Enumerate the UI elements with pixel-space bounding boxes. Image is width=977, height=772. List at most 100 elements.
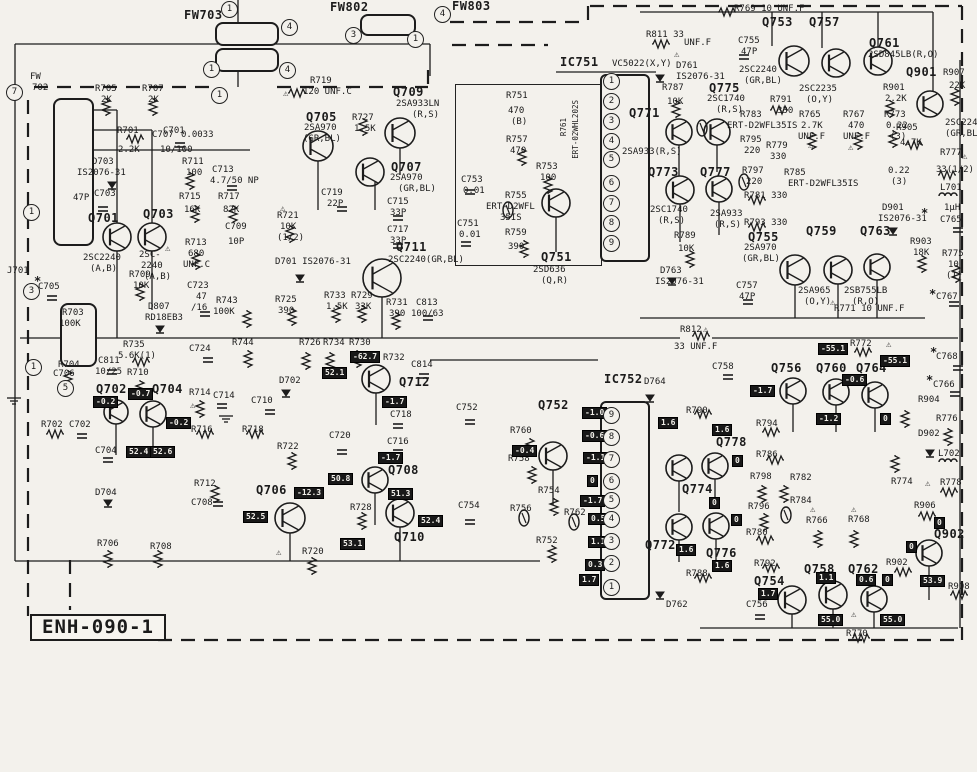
value-label: R758 <box>508 454 530 464</box>
value-label: R811 33 <box>646 30 684 40</box>
value-label: R792 <box>754 559 776 569</box>
component-label: Q709 <box>393 85 424 99</box>
value-label: 4.7K <box>900 138 922 148</box>
voltage-callout: -0.7 <box>128 388 154 400</box>
pin-marker: 4 <box>434 6 451 23</box>
value-label: D762 <box>666 600 688 610</box>
value-label: 0.01 <box>459 230 481 240</box>
value-label: 2SA970 <box>304 123 337 133</box>
value-label: R788 <box>686 569 708 579</box>
value-label: C767 <box>936 292 958 302</box>
value-label: (A,B) <box>144 272 172 282</box>
value-label: 680 <box>188 249 205 259</box>
value-label: 390 <box>389 309 406 319</box>
ic751-pin: 8 <box>603 215 620 232</box>
warning-icon: ⚠ <box>962 152 968 162</box>
voltage-callout: -1.0 <box>582 407 608 419</box>
value-label: C720 <box>329 431 351 441</box>
value-label: (GR,BL) <box>303 134 341 144</box>
value-label: 100 <box>186 168 203 178</box>
value-label: R719 <box>310 76 332 86</box>
value-label: R757 <box>506 135 528 145</box>
value-label: C707 <box>152 130 174 140</box>
voltage-callout: 0 <box>906 541 917 553</box>
value-label: 1.5K <box>326 302 348 312</box>
component-label: Q702 <box>96 382 127 396</box>
ic752-pin: 6 <box>603 473 620 490</box>
component-label: Q756 <box>771 361 802 375</box>
value-label: 10 <box>948 260 959 270</box>
pin-marker: 1 <box>23 204 40 221</box>
voltage-callout: 53.9 <box>920 575 946 587</box>
value-label: R776 <box>936 414 958 424</box>
voltage-callout: -0.4 <box>512 445 538 457</box>
value-label: D702 <box>279 376 301 386</box>
value-label: 0.0033 <box>181 130 214 140</box>
component-label: Q776 <box>706 546 737 560</box>
value-label: C752 <box>456 403 478 413</box>
component-label: Q902 <box>934 527 965 541</box>
value-label: R775 <box>942 249 964 259</box>
component-label: Q755 <box>748 230 779 244</box>
value-label: (GR,BL) <box>398 184 436 194</box>
voltage-callout: 51.3 <box>388 488 414 500</box>
warning-icon: ⚠ <box>848 143 854 153</box>
value-label: 2240 <box>141 261 163 271</box>
value-label: D901 <box>882 203 904 213</box>
voltage-callout: 1.7 <box>758 588 779 600</box>
value-label: IS2076-31 <box>676 72 725 82</box>
value-label: R777 <box>940 148 962 158</box>
value-label: R730 <box>349 338 371 348</box>
value-label: 18K <box>913 248 930 258</box>
value-label: C757 <box>736 281 758 291</box>
value-label: C714 <box>213 391 235 401</box>
value-label: 2.2K <box>118 145 140 155</box>
warning-icon: ⚠ <box>674 50 680 60</box>
ic751-pin: 6 <box>603 175 620 192</box>
value-label: 47P <box>73 193 90 203</box>
voltage-callout: -62.7 <box>350 351 381 363</box>
value-label: R902 <box>886 558 908 568</box>
value-label: R771 10 UNF.F <box>834 304 905 314</box>
value-label: C713 <box>212 165 234 175</box>
warning-icon: ⚠ <box>810 505 816 515</box>
value-label: R753 <box>536 162 558 172</box>
value-label: 2SC1740 <box>707 94 745 104</box>
value-label: R778 <box>940 478 962 488</box>
value-label: FW <box>30 72 41 82</box>
value-label: (3) <box>890 132 907 142</box>
board-label: ENH-090-1 <box>30 614 166 641</box>
voltage-callout: 55.0 <box>818 614 844 626</box>
ic752-pin: 5 <box>603 492 620 509</box>
value-label: (O,Y) <box>804 297 832 307</box>
value-label: 22K <box>949 81 966 91</box>
value-label: L702 <box>938 449 960 459</box>
pin-marker: 1 <box>25 359 42 376</box>
component-label: Q706 <box>256 483 287 497</box>
value-label: D761 <box>676 61 698 71</box>
value-label: 2SC2235 <box>799 84 837 94</box>
note-mark: * <box>921 206 929 220</box>
value-label: R715 <box>179 192 201 202</box>
component-label: FW703 <box>184 8 223 22</box>
voltage-callout: 52.1 <box>322 367 348 379</box>
value-label: C766 <box>933 380 955 390</box>
value-label: 2.2K <box>885 94 907 104</box>
value-label: (1) <box>946 271 963 281</box>
value-label: D703 <box>92 157 114 167</box>
value-label: 220 <box>744 146 761 156</box>
ic752-pin: 9 <box>603 407 620 424</box>
voltage-callout: -1.2 <box>816 413 842 425</box>
value-label: C765 <box>940 215 962 225</box>
value-label: IS2076-31 <box>655 277 704 287</box>
value-label: 390 <box>508 242 525 252</box>
value-label: R732 <box>383 353 405 363</box>
value-label: R704 <box>58 360 80 370</box>
value-label: R790 <box>686 406 708 416</box>
value-label: R752 <box>536 536 558 546</box>
value-label: R906 <box>914 501 936 511</box>
value-label: R794 <box>756 419 778 429</box>
component-label: Q701 <box>88 211 119 225</box>
value-label: R773 <box>884 110 906 120</box>
value-label: R709 <box>129 270 151 280</box>
